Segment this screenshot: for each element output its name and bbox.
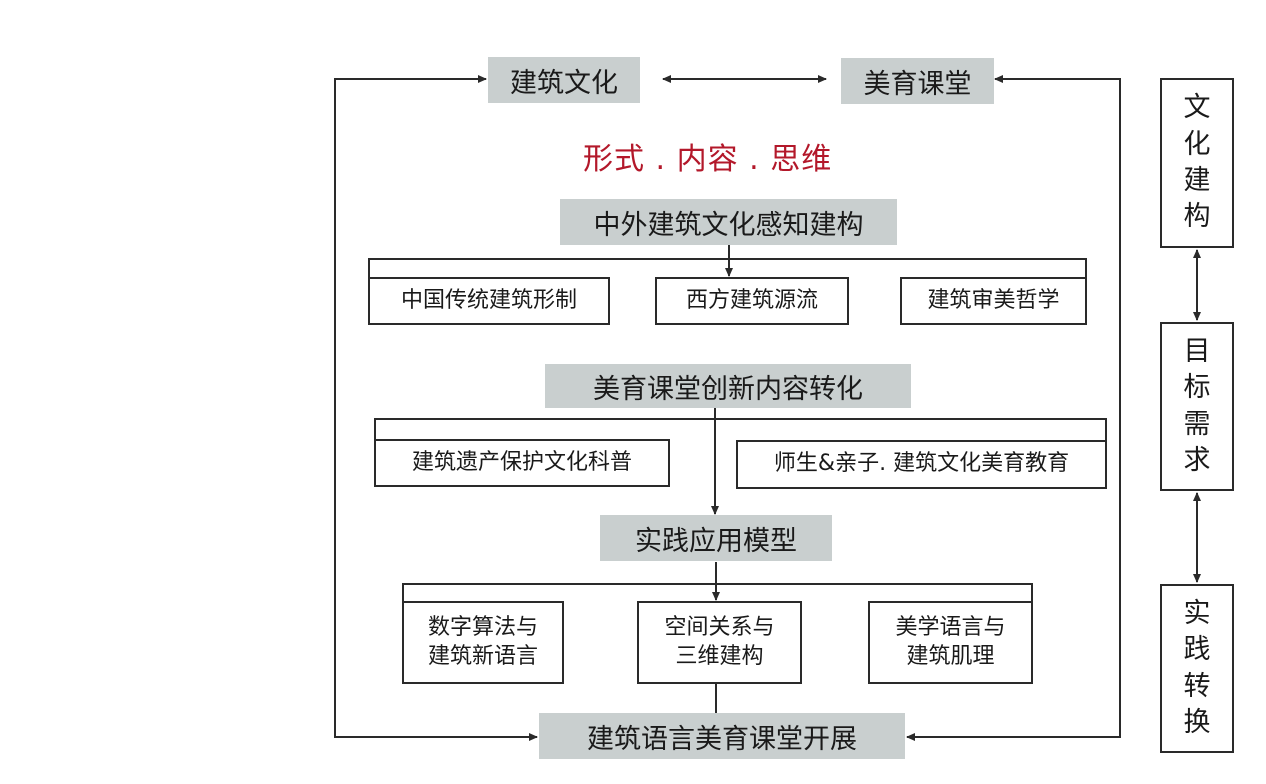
node-label: 美育课堂 <box>863 68 972 100</box>
stage3-item-line: 建筑新语言 <box>427 643 538 669</box>
side-box-culture-construction: 文 化 建 构 <box>1160 78 1234 248</box>
stage1-item: 中国传统建筑形制 <box>368 277 610 325</box>
side-box-target-demand: 目 标 需 求 <box>1160 322 1234 491</box>
side-char: 目 <box>1183 335 1211 367</box>
stage3-item-line: 数字算法与 <box>427 614 538 640</box>
stage2-bracket <box>374 418 1107 440</box>
stage2-title-text: 美育课堂创新内容转化 <box>593 373 863 405</box>
side-char: 文 <box>1183 92 1211 124</box>
right-loop-line <box>907 75 1121 738</box>
stage3-item: 美学语言与 建筑肌理 <box>868 601 1033 684</box>
node-architecture-culture: 建筑文化 <box>488 57 640 103</box>
side-char: 践 <box>1183 634 1211 666</box>
red-subtitle: 形式 . 内容 . 思维 <box>583 142 833 177</box>
stage3-title-text: 实践应用模型 <box>635 525 797 557</box>
stage3-title: 实践应用模型 <box>600 515 832 561</box>
side-char: 求 <box>1183 444 1211 476</box>
stage3-bracket <box>402 583 1033 603</box>
stage1-title: 中外建筑文化感知建构 <box>560 199 897 245</box>
stage3-item-line: 美学语言与 <box>895 614 1006 640</box>
stage2-title: 美育课堂创新内容转化 <box>545 364 911 408</box>
side-char: 建 <box>1183 165 1211 196</box>
stage3-item-line: 空间关系与 <box>664 614 775 640</box>
side-char: 转 <box>1183 670 1211 702</box>
stage3-item-line: 建筑肌理 <box>906 643 995 669</box>
stage1-title-text: 中外建筑文化感知建构 <box>593 209 864 241</box>
stage3-item-line: 三维建构 <box>675 643 764 669</box>
side-box-practice-transformation: 实 践 转 换 <box>1160 584 1234 753</box>
node-aesthetic-classroom: 美育课堂 <box>841 58 994 104</box>
stage1-item: 西方建筑源流 <box>655 277 849 325</box>
stage3-item: 空间关系与 三维建构 <box>637 601 802 684</box>
side-char: 化 <box>1183 128 1211 160</box>
stage2-item: 建筑遗产保护文化科普 <box>374 439 670 487</box>
side-char: 需 <box>1183 408 1211 440</box>
stage1-item: 建筑审美哲学 <box>900 277 1087 325</box>
side-char: 标 <box>1183 372 1211 404</box>
stage3-item: 数字算法与 建筑新语言 <box>402 601 564 684</box>
side-char: 实 <box>1183 597 1211 629</box>
stage1-bracket <box>368 258 1087 278</box>
side-char: 换 <box>1183 706 1211 738</box>
stage2-item: 师生&亲子. 建筑文化美育教育 <box>736 440 1107 489</box>
bottom-node-text: 建筑语言美育课堂开展 <box>587 723 857 755</box>
side-char: 构 <box>1183 201 1211 233</box>
bottom-node: 建筑语言美育课堂开展 <box>539 713 905 759</box>
node-label: 建筑文化 <box>510 67 618 99</box>
